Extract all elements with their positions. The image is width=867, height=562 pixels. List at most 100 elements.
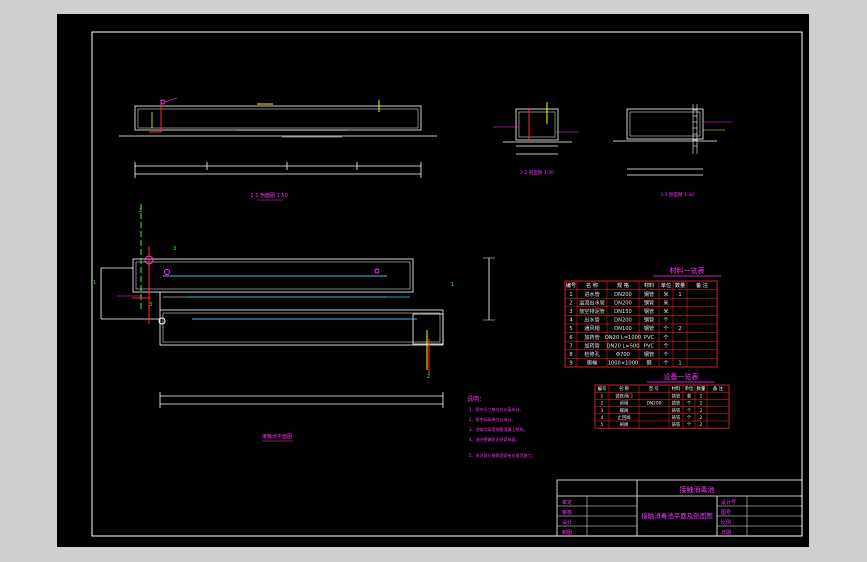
equipment-table-cell: 铸铁 (672, 400, 681, 407)
title-block-label: 审定 (562, 499, 572, 506)
section-b-pipes (703, 121, 733, 131)
equipment-table-cell: 闸阀 (620, 421, 629, 428)
equipment-table-cell: 2 (601, 401, 604, 407)
section-a (503, 108, 572, 155)
materials-table-cell: PVC (644, 335, 655, 341)
equipment-table-cell: 铸铁闸门 (615, 392, 632, 399)
equipment-table-header-cell: 名 称 (619, 385, 630, 392)
materials-table-cell: 8 (569, 352, 572, 358)
materials-table-header-cell: 材料 (644, 281, 654, 289)
plan-marker-1-left: 1 (93, 280, 96, 286)
materials-table-cell: 9 (569, 361, 572, 367)
materials-table-cell: 个 (663, 360, 668, 367)
equipment-table-cell: 铸铁 (672, 392, 681, 399)
materials-table-cell: 1000×1000 (608, 361, 639, 367)
title-block-label: 设计号 (721, 499, 736, 506)
materials-table-cell: 加药管 (584, 333, 599, 341)
equipment-table-header-cell: 编号 (598, 385, 607, 392)
materials-table-cell: 1 (569, 292, 572, 298)
notes-title: 说明： (467, 395, 485, 403)
section-long (119, 105, 437, 178)
equipment-table-cell: 2 (700, 415, 703, 421)
materials-table-cell: 钢管 (644, 290, 654, 298)
drawing-canvas: 1-1 剖面图 1:50 2-2 剖面图 1:30 (91, 31, 803, 537)
equipment-table-cell: 个 (687, 422, 692, 428)
title-block-label: 图号 (721, 510, 731, 516)
materials-table-cell: 4 (569, 318, 572, 324)
title-block-drawing-title: 接触消毒池平面及剖面图 (641, 511, 713, 520)
equipment-table-cell: 套 (687, 392, 692, 399)
title-block-label: 制图 (562, 529, 572, 536)
materials-table-cell: 个 (663, 351, 668, 358)
section-b-caption: 3-3 剖面图 1:30 (660, 191, 694, 198)
materials-table-cell: DN100 (614, 326, 632, 332)
materials-table-cell: 钢管 (644, 316, 654, 324)
title-block-right-labels: 设计号 图号 比例 日期 (721, 499, 736, 536)
title-block-label: 比例 (721, 519, 731, 526)
materials-table-cell: DN20 L=1000 (605, 335, 641, 341)
equipment-table-cell: 1 (601, 393, 604, 399)
materials-table-cell: 个 (663, 342, 668, 349)
section-b-ladder (692, 104, 698, 154)
equipment-table-cell: 止回阀 (618, 414, 631, 421)
materials-table-cell: 米 (663, 298, 668, 306)
materials-table-cell: 溢流出水管 (579, 298, 605, 306)
plan-baffles (163, 275, 417, 320)
materials-table-header-cell: 编号 (566, 281, 576, 289)
equipment-table-cell: 蝶阀 (620, 407, 629, 414)
notes-item: 1、图中尺寸单位均以毫米计。 (469, 406, 524, 412)
plan-marker-3-bottom: 3 (149, 302, 152, 308)
equipment-table-header-cell: 型 号 (649, 385, 660, 392)
plan-marker-2-bottom: 2 (427, 374, 430, 380)
equipment-table-cell: 2 (700, 422, 703, 428)
plan-marker-2-top: 2 (139, 208, 142, 214)
equipment-table-cell: 2 (700, 393, 703, 399)
equipment-table-cell: 铸铁 (672, 421, 681, 428)
section-a-caption: 2-2 剖面图 1:30 (520, 169, 554, 176)
plan-section-markers: 1 1 2 2 3 3 (93, 208, 454, 380)
materials-table-cell: 钢管 (644, 298, 654, 306)
materials-table-cell: 3 (569, 309, 572, 315)
plan-caption: 接触池平面图 (262, 433, 292, 440)
notes-item: 5、未详部分按照国家有关规范施工。 (469, 452, 536, 458)
equipment-table-cell: DN200 (647, 401, 662, 407)
materials-table-cell: 个 (663, 317, 668, 324)
equipment-table-cell: 个 (687, 415, 692, 421)
materials-table-cell: 加药管 (584, 341, 599, 349)
title-block-project: 接触消毒池 (680, 485, 715, 494)
equipment-table-cell: 4 (601, 415, 604, 421)
drawing-sheet: 1-1 剖面图 1:50 2-2 剖面图 1:30 (57, 14, 809, 547)
section-long-pipes (149, 97, 380, 133)
materials-table-cell: DN20 L=500 (606, 343, 639, 349)
materials-table-header-cell: 备 注 (696, 281, 708, 289)
equipment-table-title: 设备一览表 (664, 372, 699, 381)
title-block (556, 479, 803, 537)
equipment-table-header-cell: 材料 (672, 385, 681, 392)
materials-table-cell: PVC (644, 343, 655, 349)
equipment-table-cell: 铸铁 (672, 407, 681, 414)
materials-table-cell: DN150 (614, 309, 632, 315)
materials-table-header-cell: 名 称 (586, 281, 598, 289)
materials-table-header-cell: 规 格 (617, 281, 630, 289)
materials-table-cell: DN200 (614, 292, 632, 298)
materials-table-cell: 米 (663, 307, 668, 315)
section-long-caption: 1-1 剖面图 1:50 (250, 192, 288, 199)
notes-item: 4、池内壁做防水砂浆抹面。 (469, 436, 520, 442)
materials-table-cell: 检修孔 (584, 350, 599, 358)
equipment-table-cell: 铸铁 (672, 414, 681, 421)
plan-marker-3-top: 3 (173, 246, 176, 252)
materials-table-cell: 5 (569, 326, 572, 332)
materials-table-cell: 钢管 (644, 324, 654, 332)
materials-table-cell: 个 (663, 334, 668, 341)
materials-table-cell: DN200 (614, 300, 632, 306)
materials-table-header-cell: 单位 (661, 281, 671, 289)
title-block-label: 日期 (721, 530, 731, 536)
materials-table-title: 材料一览表 (670, 266, 705, 275)
title-block-left-labels: 审定 审核 设计 制图 (562, 499, 572, 536)
materials-table-cell: 放空排泥管 (579, 307, 605, 315)
materials-table-cell: 6 (569, 335, 572, 341)
equipment-table-cell: 2 (700, 401, 703, 407)
